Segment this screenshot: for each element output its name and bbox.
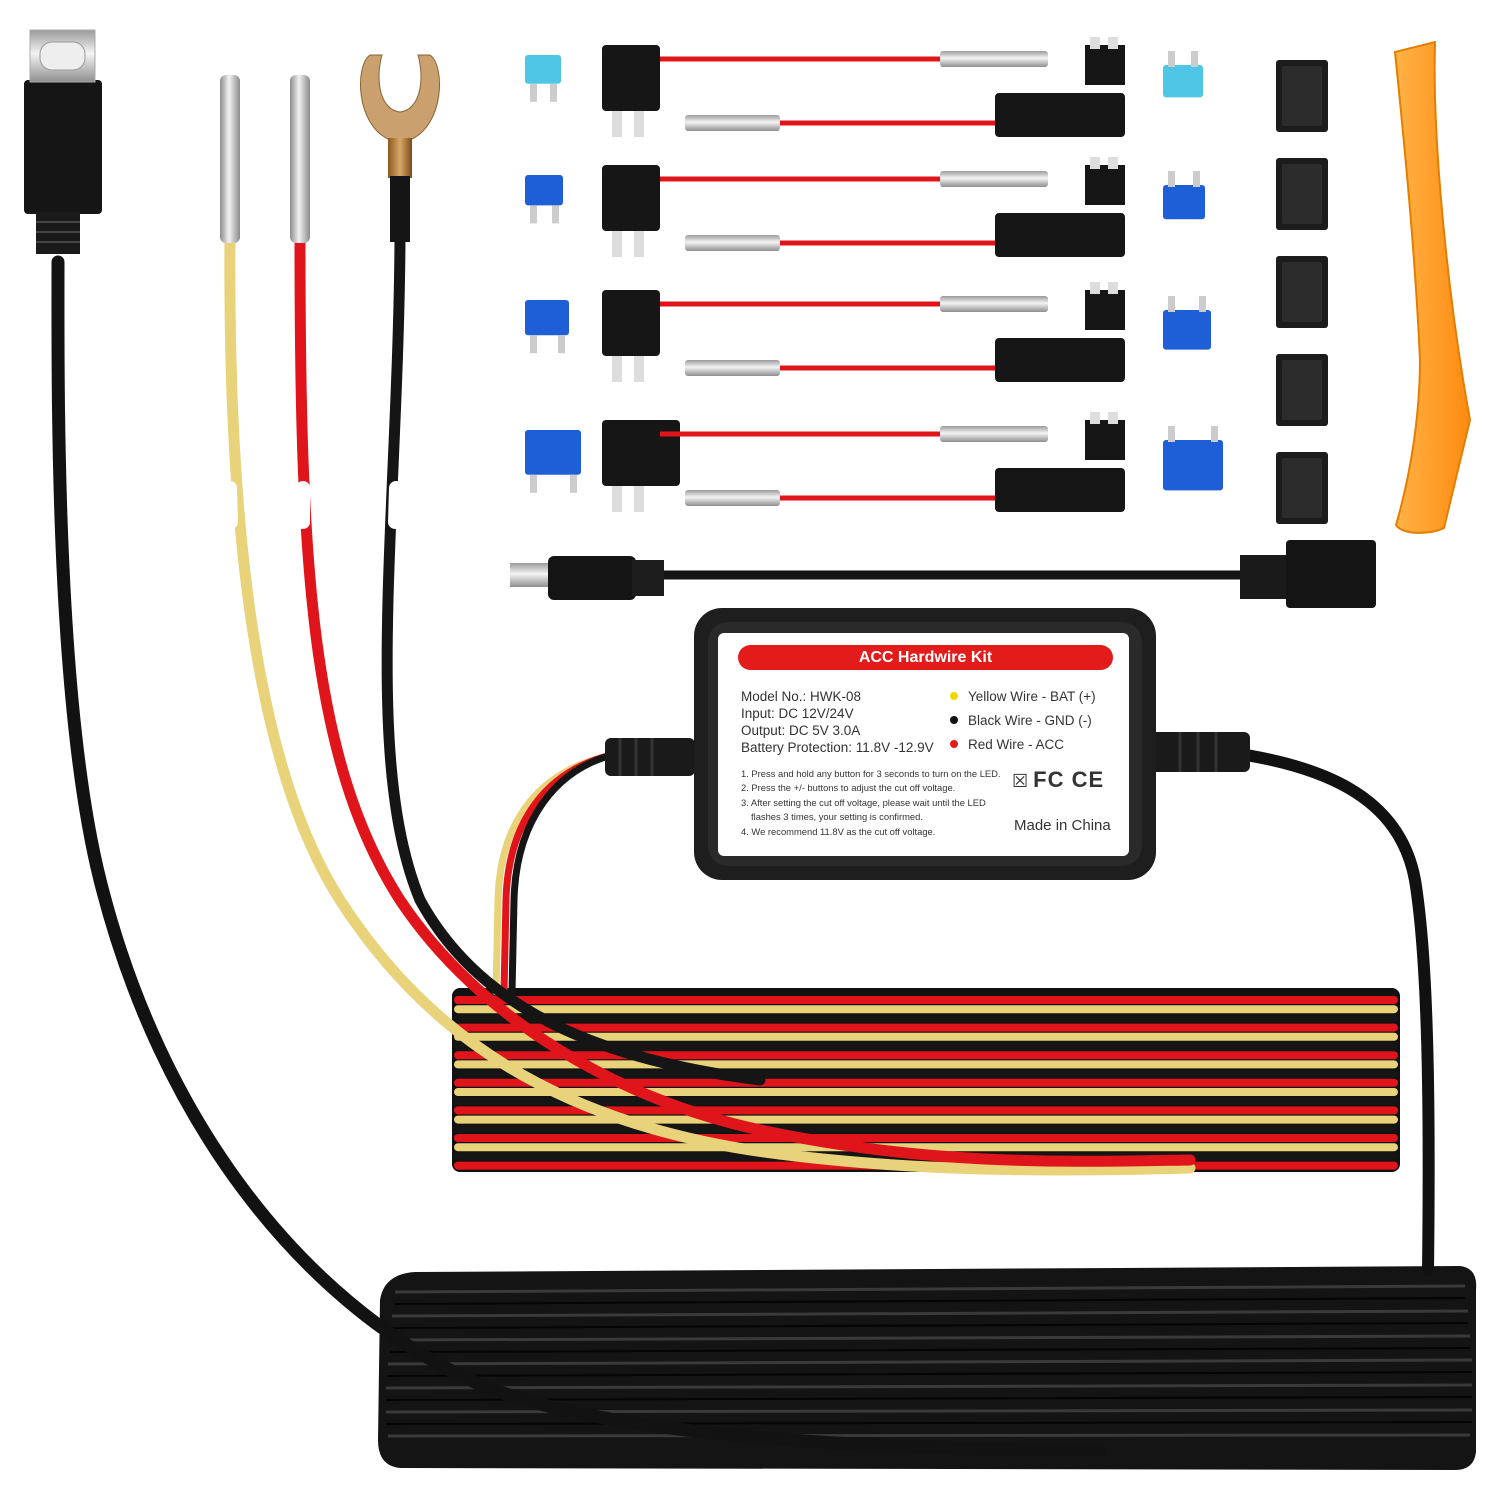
butt-connector-icon (940, 171, 1048, 187)
butt-connector-icon (220, 75, 310, 243)
butt-connector-icon (685, 235, 780, 251)
blade-fuse-icon (525, 300, 569, 336)
butt-connector-icon (940, 51, 1048, 67)
fuse-tap-icon (995, 93, 1125, 137)
fcc-ce-marks: FC CE (1033, 767, 1105, 792)
fuse-tap-row (525, 282, 1211, 382)
instructions-list: 1. Press and hold any button for 3 secon… (741, 767, 1001, 839)
blade-fuse-icon (525, 55, 561, 84)
butt-connector-icon (685, 490, 780, 506)
usb-c-plug-icon (24, 80, 102, 214)
lead-wires (220, 54, 1196, 1176)
mini-usb-plug-icon (510, 563, 550, 587)
butt-connector-icon (940, 296, 1048, 312)
blade-fuse-icon (525, 430, 581, 475)
fuse-tap-icon (602, 290, 660, 356)
instruction-line: 2. Press the +/- buttons to adjust the c… (741, 782, 956, 794)
butt-connector-icon (940, 426, 1048, 442)
black-cable-coil (378, 1266, 1477, 1470)
butt-connector-icon (685, 115, 780, 131)
instruction-line: 1. Press and hold any button for 3 secon… (741, 768, 1001, 779)
made-in-label: Made in China (1014, 817, 1111, 834)
blade-fuse-icon (525, 175, 563, 206)
legend-black-text: Black Wire - GND (-) (968, 713, 1092, 728)
tri-wire-coil (452, 988, 1400, 1172)
blade-fuse-icon (1163, 65, 1203, 98)
label-title: ACC Hardwire Kit (738, 645, 1113, 670)
fuse-tap-icon (995, 468, 1125, 512)
instruction-line: flashes 3 times, your setting is confirm… (751, 811, 923, 823)
input-spec: Input: DC 12V/24V (741, 706, 854, 721)
blade-fuse-icon (1163, 185, 1205, 220)
module-output-cable (1184, 742, 1435, 1276)
fuse-tap-icon (602, 420, 680, 486)
red-dot-icon (950, 740, 958, 748)
instruction-line: 4. We recommend 11.8V as the cut off vol… (741, 825, 936, 837)
fuse-tap-row (525, 157, 1205, 257)
legend-yellow-text: Yellow Wire - BAT (+) (968, 689, 1096, 704)
pry-tool-icon (1393, 40, 1472, 534)
usb-c-cable (24, 29, 1107, 1457)
legend-red: Red Wire - ACC (950, 737, 1064, 752)
model-number: Model No.: HWK-08 (741, 689, 862, 704)
output-spec: Output: DC 5V 3.0A (741, 723, 861, 738)
fuse-tap-set (525, 37, 1223, 512)
blade-fuse-icon (1163, 440, 1223, 491)
product-label: ACC Hardwire Kit Model No.: HWK-08 Input… (718, 633, 1129, 856)
fuse-tap-icon (995, 213, 1125, 257)
fuse-tap-row (525, 412, 1223, 512)
legend-yellow: Yellow Wire - BAT (+) (950, 689, 1096, 704)
module-input-cable (492, 751, 616, 996)
yellow-dot-icon (950, 692, 958, 700)
butt-connector-icon (685, 360, 780, 376)
fuse-tap-icon (602, 165, 660, 231)
legend-red-text: Red Wire - ACC (968, 737, 1065, 752)
fuse-tap-icon (602, 45, 660, 111)
battery-protection-spec: Battery Protection: 11.8V -12.9V (741, 740, 934, 755)
legend-black: Black Wire - GND (-) (950, 713, 1092, 728)
fuse-tap-row (525, 37, 1203, 137)
instruction-line: 3. After setting the cut off voltage, pl… (741, 796, 986, 808)
certification-marks: ☒FC CE (1012, 767, 1104, 793)
blade-fuse-icon (1163, 310, 1211, 350)
weee-bin-icon: ☒ (1012, 771, 1030, 791)
fuse-tap-icon (995, 338, 1125, 382)
mini-usb-cable (510, 540, 1376, 608)
black-dot-icon (950, 716, 958, 724)
cable-clip-set (1276, 60, 1328, 524)
fork-terminal-icon (360, 54, 440, 242)
